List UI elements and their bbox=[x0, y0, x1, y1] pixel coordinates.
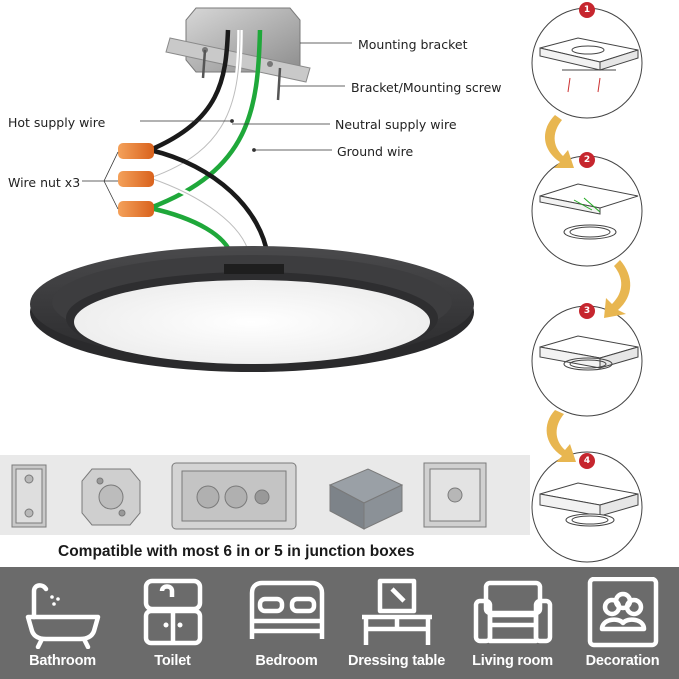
room-label: Living room bbox=[472, 653, 553, 669]
callout-bracket-screw: Bracket/Mounting screw bbox=[351, 80, 502, 95]
compatibility-caption: Compatible with most 6 in or 5 in juncti… bbox=[58, 543, 415, 560]
room-label: Bathroom bbox=[29, 653, 96, 669]
junction-boxes-illustration bbox=[0, 455, 530, 535]
room-label: Decoration bbox=[585, 653, 660, 669]
step-badge: 2 bbox=[579, 152, 595, 168]
toilet-icon bbox=[143, 578, 202, 646]
hot-supply-wire bbox=[149, 29, 231, 153]
room-label: Toilet bbox=[154, 653, 191, 669]
wire-nut bbox=[118, 143, 154, 217]
decoration-icon bbox=[587, 577, 658, 648]
rooms-banner: Bathroom Toilet Bedroom bbox=[0, 567, 679, 679]
steps-illustration bbox=[531, 7, 643, 563]
bathtub-icon bbox=[25, 583, 100, 649]
wiring-illustration bbox=[30, 7, 474, 372]
dressing-table-icon bbox=[361, 578, 432, 645]
junction-boxes-row bbox=[0, 455, 530, 550]
step-badge: 4 bbox=[579, 453, 595, 469]
room-bedroom: Bedroom bbox=[230, 567, 343, 679]
installation-steps: 1 2 3 4 bbox=[530, 0, 679, 570]
room-dressing-table: Dressing table bbox=[340, 567, 453, 679]
callout-wire-nut: Wire nut x3 bbox=[8, 175, 81, 190]
callout-ground-wire: Ground wire bbox=[337, 144, 414, 159]
room-label: Bedroom bbox=[255, 653, 318, 669]
room-toilet: Toilet bbox=[116, 567, 229, 679]
step-badge: 3 bbox=[579, 303, 595, 319]
room-bathroom: Bathroom bbox=[6, 567, 119, 679]
callout-mounting-bracket: Mounting bracket bbox=[358, 37, 468, 52]
callout-hot-wire: Hot supply wire bbox=[8, 115, 106, 130]
room-living-room: Living room bbox=[456, 567, 569, 679]
sofa-icon bbox=[473, 580, 552, 644]
ceiling-light-fixture bbox=[30, 246, 474, 372]
callout-neutral-wire: Neutral supply wire bbox=[335, 117, 457, 132]
room-decoration: Decoration bbox=[566, 567, 679, 679]
wiring-diagram: Mounting bracket Bracket/Mounting screw … bbox=[8, 7, 502, 372]
bed-icon bbox=[249, 580, 324, 639]
step-arrows bbox=[544, 115, 631, 462]
step-badge: 1 bbox=[579, 2, 595, 18]
room-label: Dressing table bbox=[347, 653, 446, 669]
